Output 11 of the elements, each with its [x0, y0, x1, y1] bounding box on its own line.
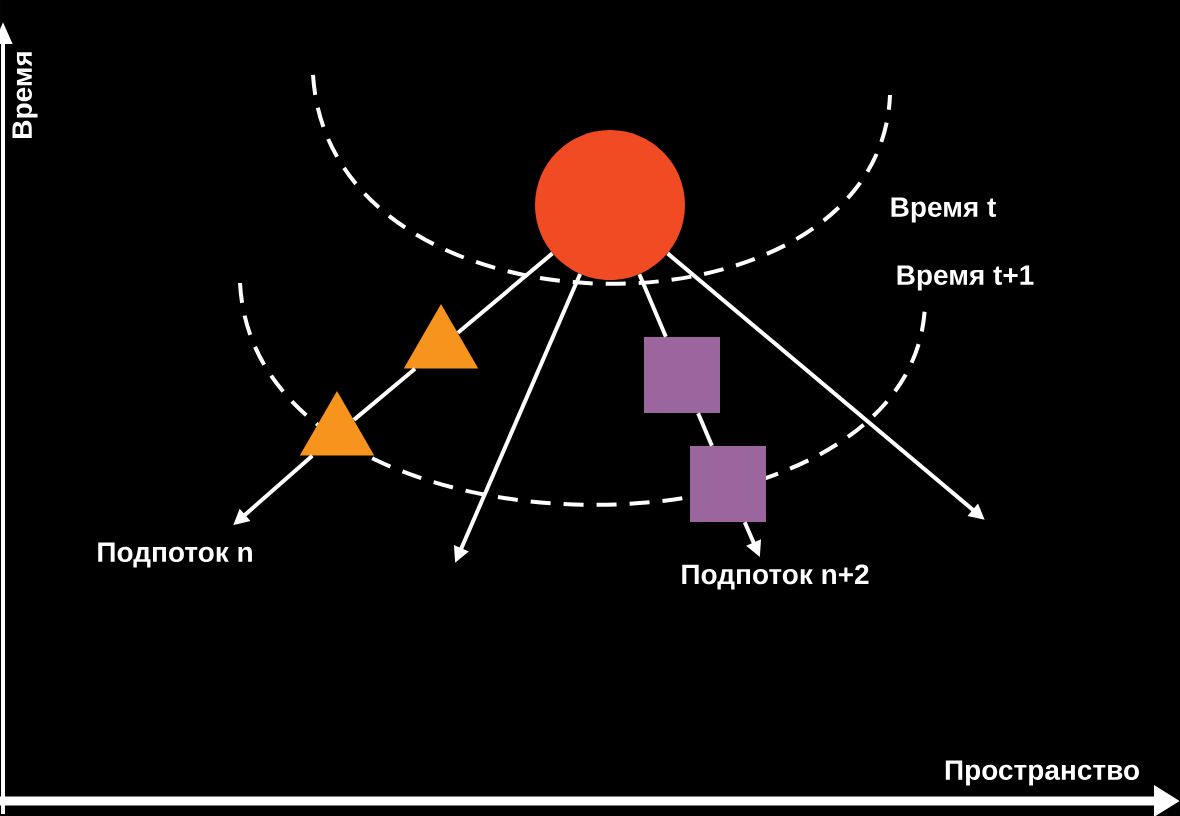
circle-shape [535, 130, 685, 280]
time-label: Время t [891, 197, 996, 223]
square-shape [690, 446, 766, 522]
square-shape [644, 337, 720, 413]
time-label: Время t+1 [897, 265, 1034, 291]
triangle-shape [299, 391, 375, 456]
axis-label: Пространство [945, 760, 1139, 786]
axis-label: Время [12, 52, 38, 138]
substream-label: Подпоток n+2 [682, 564, 869, 590]
triangle-shape [403, 304, 479, 369]
substream-label: Подпоток n [98, 542, 252, 568]
